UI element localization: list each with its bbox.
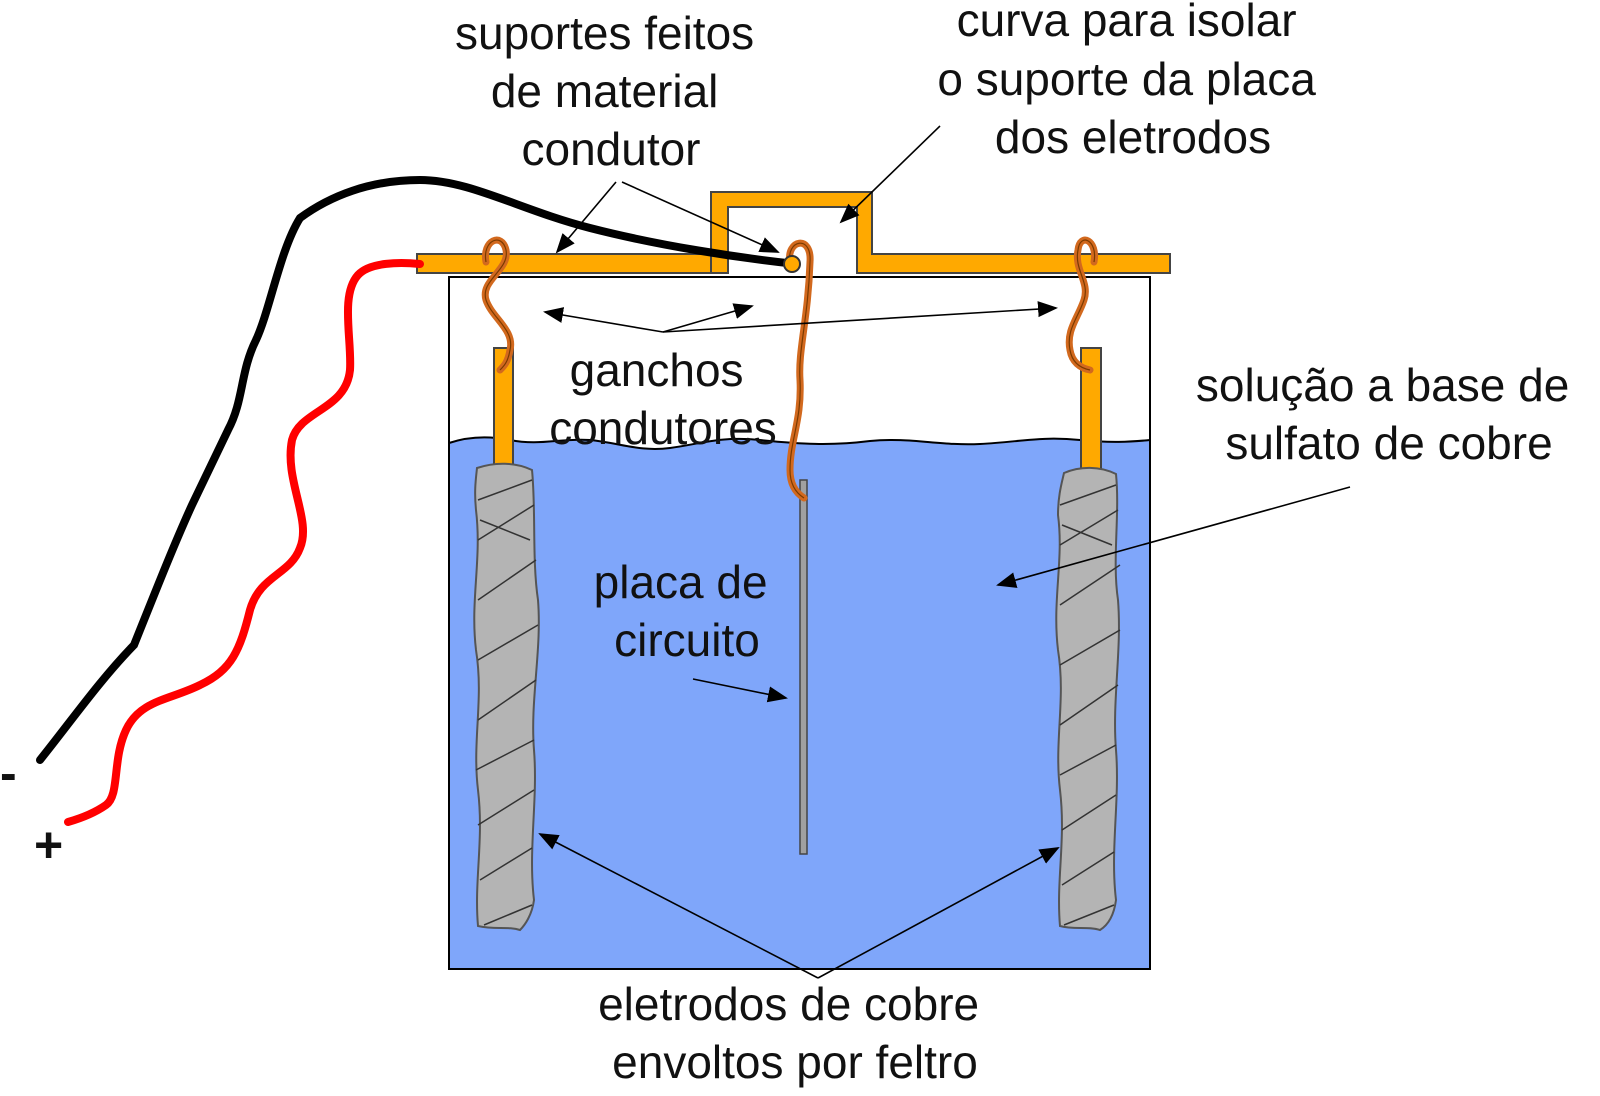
conductive-support-bar xyxy=(416,253,729,274)
solution-label-line-1: solução a base de xyxy=(1196,359,1569,411)
hooks-label-line-1: ganchos xyxy=(570,344,744,396)
wire-terminal xyxy=(783,255,801,273)
plate-label-line-2: circuito xyxy=(614,614,760,666)
left-copper-electrode xyxy=(473,462,540,932)
curve-label-line-2: o suporte da placa xyxy=(937,53,1316,105)
supports-label-line-2: de material xyxy=(491,65,719,117)
plate-label: placa de circuito xyxy=(594,556,781,666)
curve-label: curva para isolar o suporte da placa dos… xyxy=(937,0,1328,163)
electrodes-label-line-1: eletrodos de cobre xyxy=(598,978,979,1030)
plate-label-line-1: placa de xyxy=(594,556,768,608)
negative-terminal-sign: - xyxy=(0,745,17,801)
hooks-arrow-left xyxy=(543,307,664,333)
supports-label-line-1: suportes feitos xyxy=(455,7,754,59)
hooks-label-line-2: condutores xyxy=(549,402,777,454)
hooks-arrow-right xyxy=(662,301,1058,333)
solution-label-line-2: sulfato de cobre xyxy=(1225,417,1552,469)
solution-arrow xyxy=(996,486,1351,588)
right-copper-electrode xyxy=(1055,466,1121,932)
hook-outline xyxy=(484,239,1096,499)
positive-terminal-sign: + xyxy=(34,817,63,873)
electrodes-label: eletrodos de cobre envoltos por feltro xyxy=(598,978,992,1088)
supports-label-line-3: condutor xyxy=(521,123,700,175)
right-felt-stitching xyxy=(1059,484,1121,926)
electrodes-arrow-left xyxy=(538,833,819,979)
electrodes-label-line-2: envoltos por feltro xyxy=(612,1036,978,1088)
positive-wire xyxy=(64,259,424,826)
curve-label-line-1: curva para isolar xyxy=(957,0,1297,46)
hooks-arrow-center xyxy=(662,303,754,333)
plate-arrow xyxy=(692,678,788,703)
left-felt-stitching xyxy=(475,479,539,926)
curve-arrow xyxy=(839,125,941,224)
solution-label: solução a base de sulfato de cobre xyxy=(1196,359,1582,469)
circuit-plate xyxy=(799,479,808,855)
electrodes-arrow-right xyxy=(817,847,1060,979)
electrode-stems xyxy=(493,347,1102,471)
right-felt-wrap xyxy=(1055,466,1120,932)
curve-label-line-3: dos eletrodos xyxy=(995,111,1271,163)
left-felt-wrap xyxy=(473,462,540,932)
hooks-label: ganchos condutores xyxy=(549,344,777,454)
leader-lines xyxy=(538,125,1351,979)
supports-arrow-right xyxy=(621,181,780,253)
supports-label: suportes feitos de material condutor xyxy=(455,7,767,175)
supports-arrow-left xyxy=(555,181,617,254)
negative-wire xyxy=(36,175,800,764)
